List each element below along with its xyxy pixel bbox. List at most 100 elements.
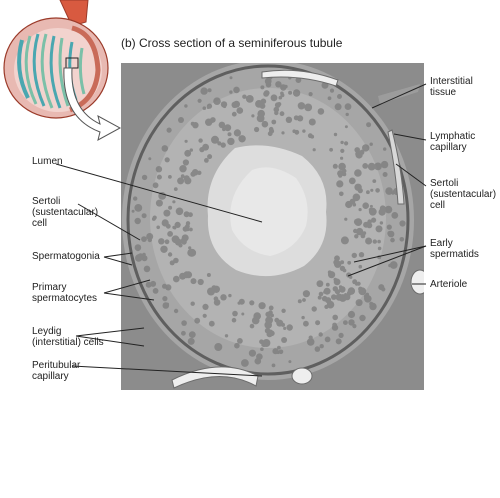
cell-nucleus [184,139,188,143]
label-leydig-cells: Leydig (interstitial) cells [32,326,104,348]
label-primary-spermatocytes: Primary spermatocytes [32,282,98,304]
cell-nucleus [218,121,226,129]
cell-nucleus [141,174,148,181]
testis-inset-illustration [3,0,109,119]
cell-nucleus [314,346,321,352]
cell-nucleus [267,131,273,137]
cell-nucleus [274,317,280,323]
cell-nucleus [340,156,344,160]
cell-nucleus [352,324,357,329]
cell-nucleus [263,90,270,96]
cell-nucleus [257,109,266,118]
cell-nucleus [329,88,335,93]
zoom-pointer-arrow [63,67,122,141]
cell-nucleus [344,141,349,146]
cell-nucleus [278,349,284,355]
cell-nucleus [383,147,387,151]
leader-line-lymphatic-capillary [393,133,427,141]
cell-nucleus [379,205,386,212]
cell-nucleus [349,275,353,279]
cell-nucleus [368,207,377,216]
cell-nucleus [255,100,263,108]
cell-nucleus [377,246,382,251]
cell-nucleus [278,95,283,100]
cell-nucleus [377,239,381,244]
cell-nucleus [162,296,168,302]
cell-nucleus [354,234,359,239]
cell-nucleus [198,138,203,143]
cell-nucleus [173,308,179,314]
cell-nucleus [369,142,373,146]
label-sertoli-right: Sertoli (sustentacular) cell [430,178,497,211]
cell-nucleus [224,124,232,132]
cell-nucleus [155,166,163,173]
cell-nucleus [387,230,395,238]
cell-nucleus [338,162,346,171]
cell-nucleus [343,320,348,325]
cell-nucleus [382,172,388,177]
cell-nucleus [182,226,188,232]
cell-nucleus [184,104,188,108]
label-lumen: Lumen [32,156,63,167]
cell-nucleus [344,103,352,110]
cell-nucleus [369,302,377,311]
cell-nucleus [308,118,316,126]
cell-nucleus [237,301,241,305]
cell-nucleus [285,116,293,124]
cell-nucleus [336,180,344,188]
cell-nucleus [183,211,190,218]
cell-nucleus [181,330,186,336]
cell-nucleus [331,294,337,300]
cell-nucleus [187,337,195,345]
cell-nucleus [197,98,202,103]
cell-nucleus [304,103,313,112]
cell-nucleus [303,320,309,327]
cell-nucleus [148,157,152,161]
cell-nucleus [188,212,193,218]
cell-nucleus [284,84,288,89]
cell-nucleus [288,90,293,95]
cell-nucleus [270,94,278,102]
cell-nucleus [275,81,282,88]
cell-nucleus [369,204,373,208]
label-interstitial-tissue: Interstitial tissue [430,76,473,98]
cell-nucleus [182,159,189,166]
leader-line-early-spermatids-1 [353,245,427,263]
cell-nucleus [177,177,185,185]
label-sertoli-left: Sertoli (sustentacular) cell [32,196,99,229]
cell-nucleus [280,91,284,96]
cell-nucleus [165,223,171,229]
cell-nucleus [178,117,184,123]
cell-nucleus [242,94,247,99]
cell-nucleus [332,314,339,321]
cell-nucleus [375,225,383,233]
leader-line-lumen [55,163,263,223]
cell-nucleus [354,183,362,191]
cell-nucleus [229,76,233,80]
cell-nucleus [171,235,180,244]
cell-nucleus [345,112,349,117]
cell-nucleus [178,243,183,248]
cell-nucleus [399,237,405,242]
cell-nucleus [338,332,344,338]
cell-nucleus [227,132,232,137]
leader-line-early-spermatids-2 [347,245,427,277]
cell-nucleus [184,149,192,157]
cell-nucleus [231,101,238,109]
cell-nucleus [328,271,336,279]
cell-nucleus [259,339,264,345]
cell-nucleus [302,290,310,298]
cell-nucleus [231,317,237,323]
cell-nucleus [391,212,399,219]
cell-nucleus [342,268,347,273]
cell-nucleus [355,151,363,159]
cell-nucleus [134,217,141,225]
cell-nucleus [145,281,152,288]
cell-nucleus [355,299,363,307]
cell-nucleus [272,348,279,355]
cell-nucleus [388,263,392,268]
cell-nucleus [318,291,324,297]
cell-nucleus [194,317,201,324]
cell-nucleus [200,87,208,95]
cell-nucleus [344,217,348,221]
